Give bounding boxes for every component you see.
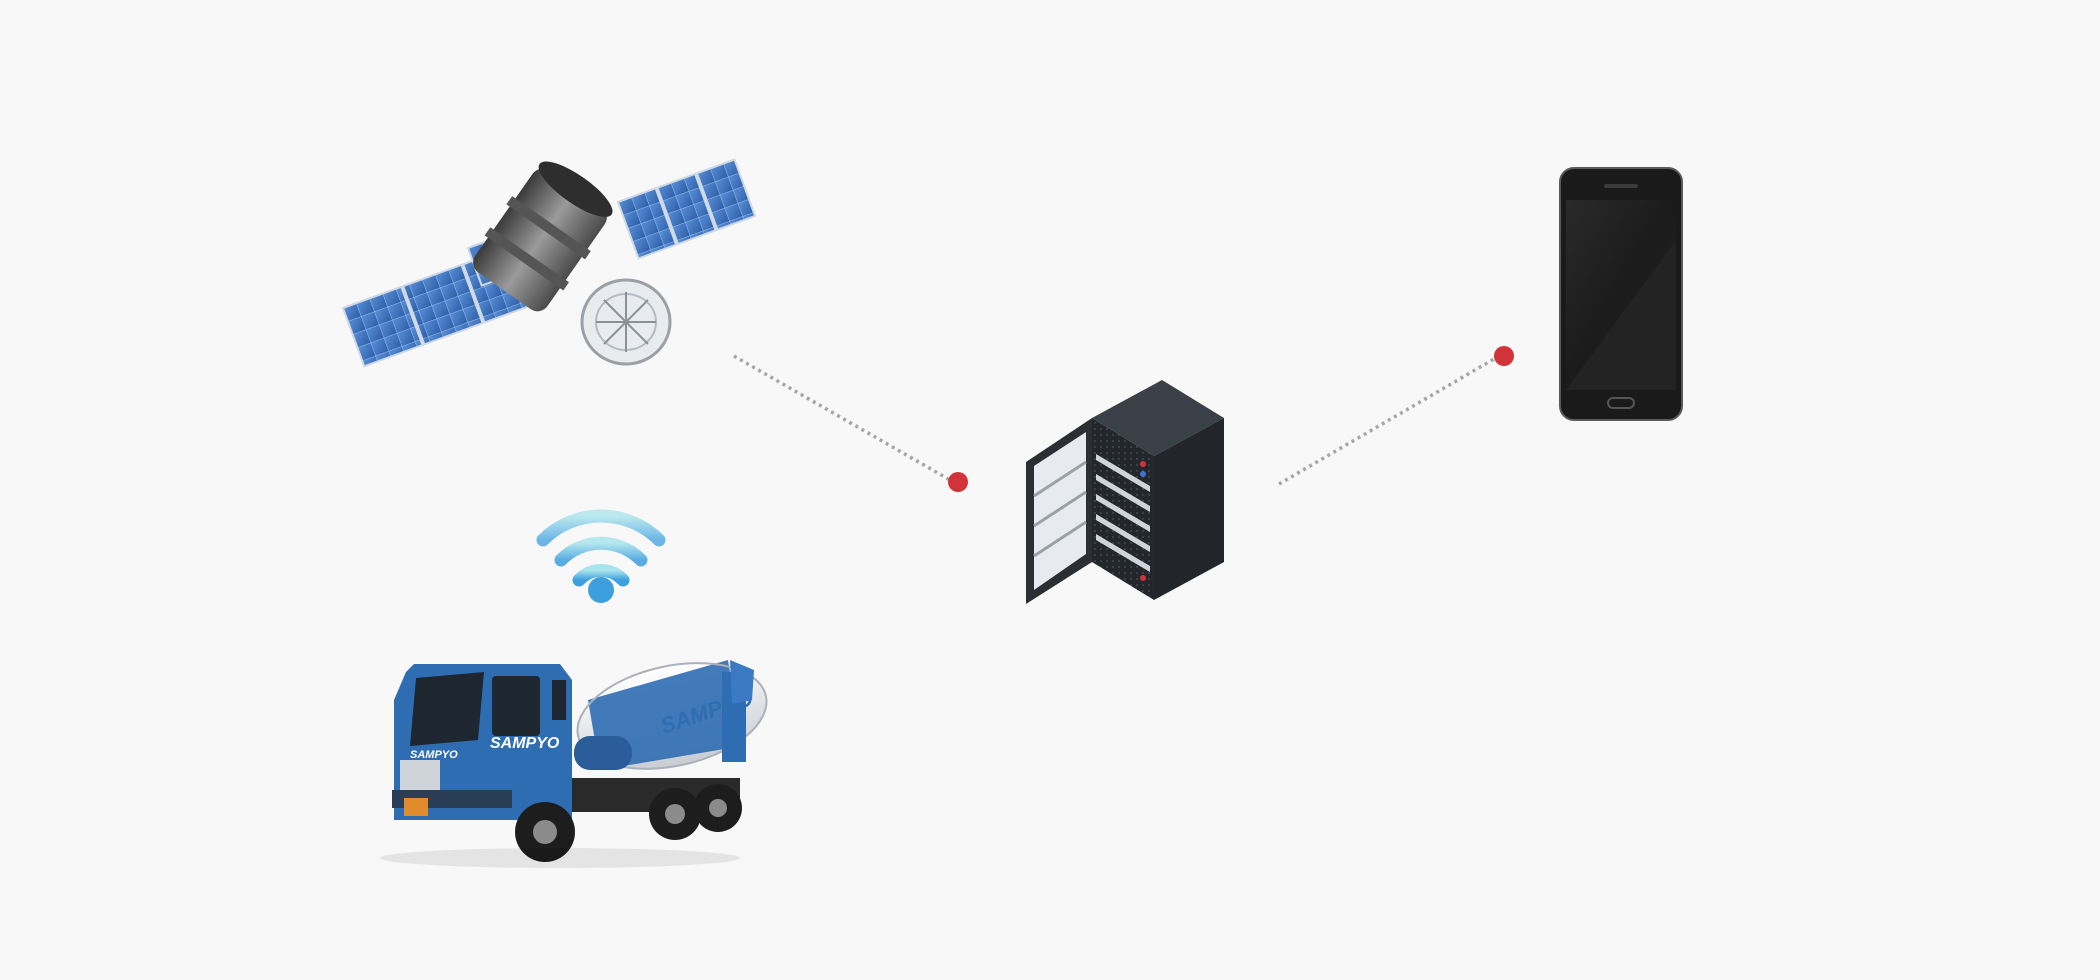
mixer-truck-icon: SAMPYO SAMPYO SAMPYO xyxy=(380,660,768,868)
connector-server-phone xyxy=(1278,346,1514,486)
smartphone-icon xyxy=(1559,167,1683,421)
server-rack-icon xyxy=(1026,380,1224,604)
truck-door-logo: SAMPYO xyxy=(490,735,560,752)
wifi-icon xyxy=(536,509,666,603)
satellite-icon xyxy=(341,158,757,368)
connector-satellite-server xyxy=(733,354,968,492)
truck-grille-logo: SAMPYO xyxy=(410,749,458,761)
connector-dot xyxy=(948,472,968,492)
connector-dot xyxy=(1494,346,1514,366)
